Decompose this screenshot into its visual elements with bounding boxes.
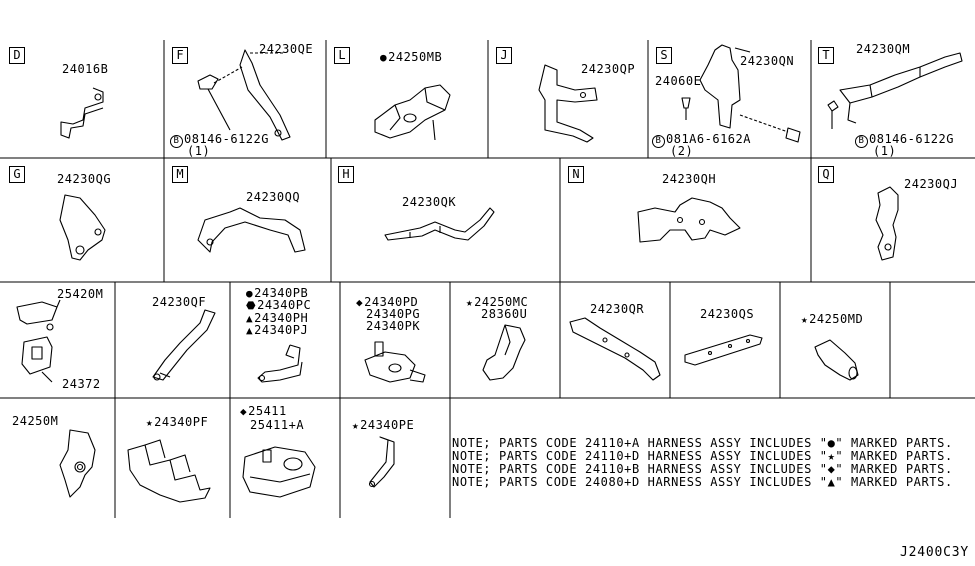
terminal-drawing	[364, 341, 426, 383]
cover-drawing	[374, 84, 451, 141]
section-label-g: G	[9, 166, 25, 183]
part-number-label: 24230QS	[700, 307, 755, 321]
clip-drawing	[368, 436, 395, 488]
fuse-cover-drawing	[16, 299, 61, 383]
bracket-drawing	[538, 64, 598, 143]
marked-part-star-icon: ★	[352, 419, 360, 432]
marked-part-icon: ⬣	[246, 299, 257, 312]
harness-note-3: NOTE; PARTS CODE 24110+B HARNESS ASSY IN…	[452, 462, 953, 476]
part-number-label: ●24250MB	[380, 50, 443, 64]
bracket-drawing	[197, 49, 291, 141]
section-label-h: H	[338, 166, 354, 183]
marked-part-circle-icon: ●	[380, 51, 388, 64]
part-number-label: 24230QK	[402, 195, 457, 209]
bracket-drawing	[827, 52, 963, 129]
marked-part-diamond-icon: ◆	[356, 296, 364, 309]
part-number-label: 24230QH	[662, 172, 717, 186]
section-label-n: N	[568, 166, 584, 183]
marked-part-star-icon: ★	[466, 296, 474, 309]
part-number-label: ◆25411	[240, 404, 287, 418]
bolt-b-icon: B	[170, 135, 183, 148]
marked-part-icon: ●	[246, 287, 254, 300]
part-number-label: 24250M	[12, 414, 59, 428]
part-number-label: 24230QM	[856, 42, 911, 56]
part-number-label: 24340PK	[366, 319, 421, 333]
part-number-label: 24230QP	[581, 62, 636, 76]
part-number-label: ◆24340PD	[356, 295, 419, 309]
marked-part-star-icon: ★	[146, 416, 154, 429]
part-number-label: ▲24340PH	[246, 311, 309, 325]
bolt-quantity: (1)	[187, 144, 211, 158]
bracket-drawing	[197, 207, 306, 253]
part-number-label: 24340PG	[366, 307, 421, 321]
bolt-b-icon: B	[652, 135, 665, 148]
section-label-f: F	[172, 47, 188, 64]
section-label-l: L	[334, 47, 350, 64]
part-number-label: ★24340PF	[146, 415, 209, 429]
diagram-id: J2400C3Y	[899, 545, 969, 560]
plate-drawing	[684, 334, 763, 366]
part-number-label: ★24340PE	[352, 418, 415, 432]
part-number-label: 24230QR	[590, 302, 645, 316]
bracket-drawing	[637, 197, 741, 243]
part-number-label: 24230QF	[152, 295, 207, 309]
fusible-link-drawing	[242, 446, 316, 498]
bracket-drawing	[569, 317, 661, 381]
section-label-j: J	[496, 47, 512, 64]
part-number-label: 24016B	[62, 62, 109, 76]
bracket-drawing	[875, 186, 899, 261]
part-number-label: ★24250MC	[466, 295, 529, 309]
marked-part-star-icon: ★	[801, 313, 809, 326]
section-label-d: D	[9, 47, 25, 64]
marked-part-icon: ▲	[246, 312, 254, 325]
part-number-label: ●24340PB	[246, 286, 309, 300]
section-label-m: M	[172, 166, 188, 183]
clip-drawing	[257, 344, 303, 383]
part-number-label: 24230QN	[740, 54, 795, 68]
part-number-label: 28360U	[481, 307, 528, 321]
bolt-b-icon: B	[855, 135, 868, 148]
part-number-label: ⬣24340PC	[246, 298, 312, 312]
part-number-label: 25420M	[57, 287, 104, 301]
boot-cover-drawing	[482, 324, 526, 381]
part-number-label: 24230QQ	[246, 190, 301, 204]
harness-note-2: NOTE; PARTS CODE 24110+D HARNESS ASSY IN…	[452, 449, 953, 463]
marked-part-icon: ▲	[246, 324, 254, 337]
bracket-drawing	[60, 87, 104, 139]
section-label-t: T	[818, 47, 834, 64]
protector-drawing	[127, 439, 211, 503]
section-label-q: Q	[818, 166, 834, 183]
harness-note-4: NOTE; PARTS CODE 24080+D HARNESS ASSY IN…	[452, 475, 953, 489]
bracket-drawing	[59, 429, 96, 498]
part-number-label: 24230QG	[57, 172, 112, 186]
harness-note-1: NOTE; PARTS CODE 24110+A HARNESS ASSY IN…	[452, 436, 953, 450]
part-number-label: 24060E	[655, 74, 702, 88]
part-number-label: ▲24340PJ	[246, 323, 309, 337]
part-number-label: 25411+A	[250, 418, 305, 432]
part-number-label: 24230QJ	[904, 177, 959, 191]
bracket-drawing	[59, 194, 106, 261]
bracket-drawing	[384, 207, 495, 241]
bracket-drawing	[681, 44, 801, 143]
part-number-label: ★24250MD	[801, 312, 864, 326]
part-number-label: 24372	[62, 377, 101, 391]
boot-cover-drawing	[814, 339, 859, 381]
bolt-quantity: (2)	[670, 144, 694, 158]
bracket-drawing	[152, 309, 216, 381]
bolt-quantity: (1)	[873, 144, 897, 158]
marked-part-diamond-icon: ◆	[240, 405, 248, 418]
section-label-s: S	[656, 47, 672, 64]
